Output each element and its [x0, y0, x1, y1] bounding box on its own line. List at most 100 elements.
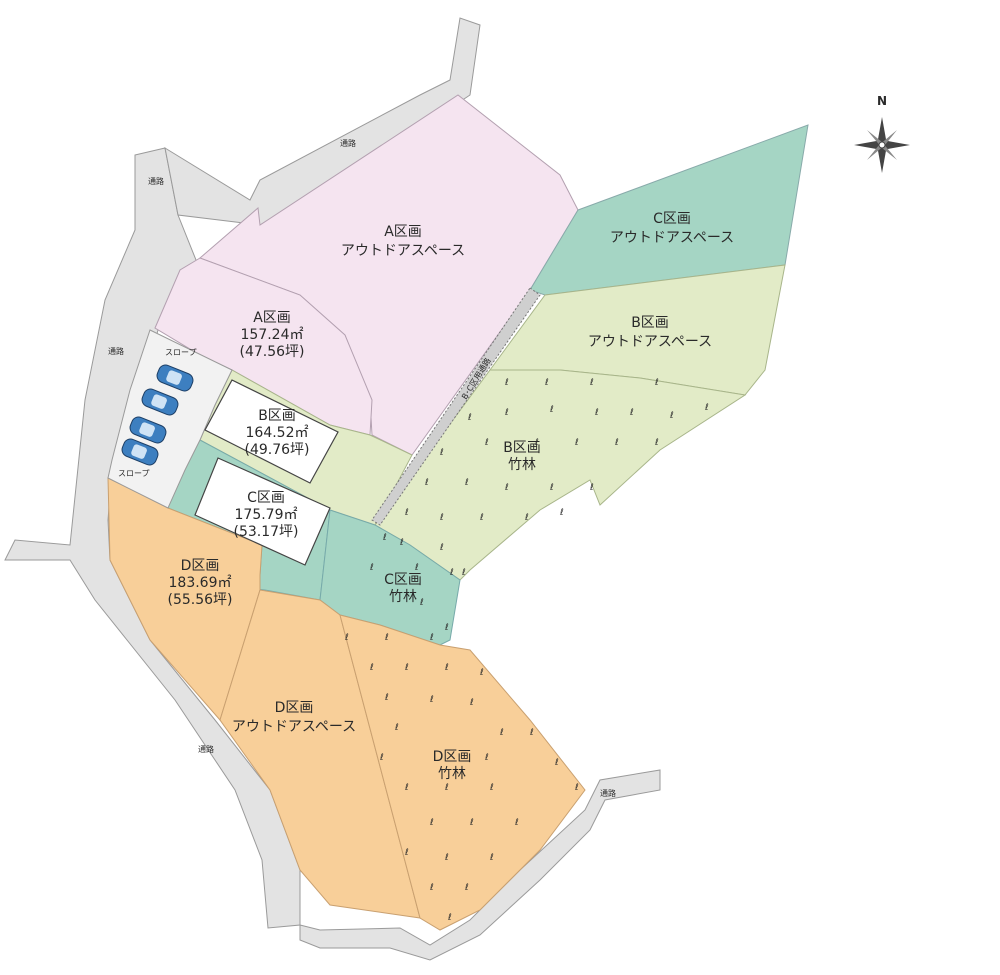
bamboo-icon: ℓ	[444, 663, 449, 673]
svg-text:164.52㎡: 164.52㎡	[246, 425, 309, 441]
bamboo-icon: ℓ	[379, 753, 384, 763]
bamboo-icon: ℓ	[404, 783, 409, 793]
bamboo-icon: ℓ	[589, 378, 594, 388]
car-icon	[156, 364, 194, 392]
bamboo-icon: ℓ	[439, 448, 444, 458]
bamboo-icon: ℓ	[549, 483, 554, 493]
bamboo-symbols: ℓ ℓ ℓ ℓ ℓ ℓ ℓ ℓ ℓ ℓ ℓ ℓ ℓ ℓ ℓ ℓ ℓ ℓ ℓ ℓ ℓ ℓ ℓ ℓ ℓ ℓ ℓ ℓ ℓ ℓ ℓ ℓ ℓ ℓ ℓ ℓ ℓ ℓ ℓ ℓ…	[344, 378, 709, 923]
bamboo-icon: ℓ	[444, 853, 449, 863]
bamboo-icon: ℓ	[669, 411, 674, 421]
zone-a-outdoor-label: A区画 アウトドアスペース	[341, 224, 465, 259]
bamboo-icon: ℓ	[444, 623, 449, 633]
bamboo-icon: ℓ	[504, 408, 509, 418]
building-c	[194, 457, 331, 566]
road-label: 通路	[340, 138, 356, 148]
bamboo-icon: ℓ	[384, 633, 389, 643]
svg-text:アウトドアスペース: アウトドアスペース	[588, 334, 712, 350]
bamboo-icon: ℓ	[614, 438, 619, 448]
bamboo-icon: ℓ	[589, 483, 594, 493]
svg-text:D区画: D区画	[181, 558, 220, 574]
zone-d-lot-label: D区画 183.69㎡ (55.56坪)	[167, 558, 232, 608]
zone-d-outdoor-area	[219, 589, 421, 919]
svg-text:竹林: 竹林	[389, 589, 417, 605]
svg-text:157.24㎡: 157.24㎡	[241, 327, 304, 343]
svg-text:D区画: D区画	[275, 700, 314, 716]
bamboo-icon: ℓ	[414, 563, 419, 573]
svg-text:(55.56坪): (55.56坪)	[167, 592, 232, 608]
zone-a-lot-label: A区画 157.24㎡ (47.56坪)	[239, 310, 304, 360]
bamboo-icon: ℓ	[549, 405, 554, 415]
svg-text:C区画: C区画	[384, 572, 422, 588]
bamboo-icon: ℓ	[461, 568, 466, 578]
road-south	[299, 769, 661, 961]
bamboo-icon: ℓ	[399, 538, 404, 548]
bamboo-icon: ℓ	[469, 698, 474, 708]
svg-text:アウトドアスペース: アウトドアスペース	[232, 719, 356, 735]
zone-d-bamboo-label: D区画 竹林	[433, 749, 472, 782]
bamboo-icon: ℓ	[447, 913, 452, 923]
road-label: 通路	[600, 788, 616, 798]
bamboo-icon: ℓ	[504, 378, 509, 388]
svg-text:(49.76坪): (49.76坪)	[244, 442, 309, 458]
bamboo-icon: ℓ	[369, 563, 374, 573]
svg-text:アウトドアスペース: アウトドアスペース	[341, 243, 465, 259]
bamboo-icon: ℓ	[424, 478, 429, 488]
bamboo-icon: ℓ	[479, 513, 484, 523]
bamboo-icon: ℓ	[574, 438, 579, 448]
bamboo-icon: ℓ	[554, 758, 559, 768]
bamboo-icon: ℓ	[404, 508, 409, 518]
bamboo-icon: ℓ	[654, 378, 659, 388]
bamboo-icon: ℓ	[382, 533, 387, 543]
road-label: 通路	[148, 176, 164, 186]
slope-label: スロープ	[118, 469, 150, 478]
zone-c-outdoor-label: C区画 アウトドアスペース	[610, 211, 734, 246]
bamboo-icon: ℓ	[704, 403, 709, 413]
svg-text:B区画: B区画	[631, 315, 669, 331]
svg-text:D区画: D区画	[433, 749, 472, 765]
svg-text:B区画: B区画	[258, 408, 296, 424]
svg-text:175.79㎡: 175.79㎡	[235, 507, 298, 523]
zone-b-bamboo-label: B区画 竹林	[503, 440, 541, 473]
north-label: N	[877, 94, 887, 108]
bamboo-icon: ℓ	[464, 478, 469, 488]
svg-text:竹林: 竹林	[438, 766, 466, 782]
bamboo-icon: ℓ	[534, 438, 539, 448]
bamboo-icon: ℓ	[529, 728, 534, 738]
bamboo-icon: ℓ	[574, 783, 579, 793]
bamboo-icon: ℓ	[479, 668, 484, 678]
bamboo-icon: ℓ	[464, 883, 469, 893]
bamboo-icon: ℓ	[394, 723, 399, 733]
bamboo-icon: ℓ	[429, 883, 434, 893]
car-icon	[129, 416, 167, 444]
bamboo-icon: ℓ	[429, 818, 434, 828]
bamboo-icon: ℓ	[594, 408, 599, 418]
svg-text:A区画: A区画	[384, 224, 422, 240]
zone-c-lot-label: C区画 175.79㎡ (53.17坪)	[233, 490, 298, 540]
bamboo-icon: ℓ	[504, 483, 509, 493]
bamboo-icon: ℓ	[469, 818, 474, 828]
bamboo-icon: ℓ	[429, 695, 434, 705]
north-arrow-icon: N	[854, 94, 910, 173]
shared-access-road	[371, 287, 541, 526]
bamboo-icon: ℓ	[404, 663, 409, 673]
bamboo-icon: ℓ	[344, 633, 349, 643]
road-label: 通路	[108, 346, 124, 356]
bamboo-icon: ℓ	[499, 728, 504, 738]
bamboo-icon: ℓ	[514, 818, 519, 828]
car-icon	[141, 388, 179, 416]
parking-area	[107, 329, 233, 509]
bamboo-icon: ℓ	[484, 753, 489, 763]
svg-text:A区画: A区画	[253, 310, 291, 326]
bamboo-icon: ℓ	[559, 508, 564, 518]
svg-text:(53.17坪): (53.17坪)	[233, 524, 298, 540]
zone-c-bamboo-label: C区画 竹林	[384, 572, 422, 605]
bamboo-icon: ℓ	[654, 438, 659, 448]
bamboo-icon: ℓ	[404, 848, 409, 858]
road-label: 通路	[198, 744, 214, 754]
car-icon	[121, 438, 159, 466]
bamboo-icon: ℓ	[439, 543, 444, 553]
svg-text:183.69㎡: 183.69㎡	[169, 575, 232, 591]
bamboo-icon: ℓ	[449, 568, 454, 578]
zone-d-bamboo-area	[339, 614, 586, 931]
bamboo-icon: ℓ	[629, 408, 634, 418]
